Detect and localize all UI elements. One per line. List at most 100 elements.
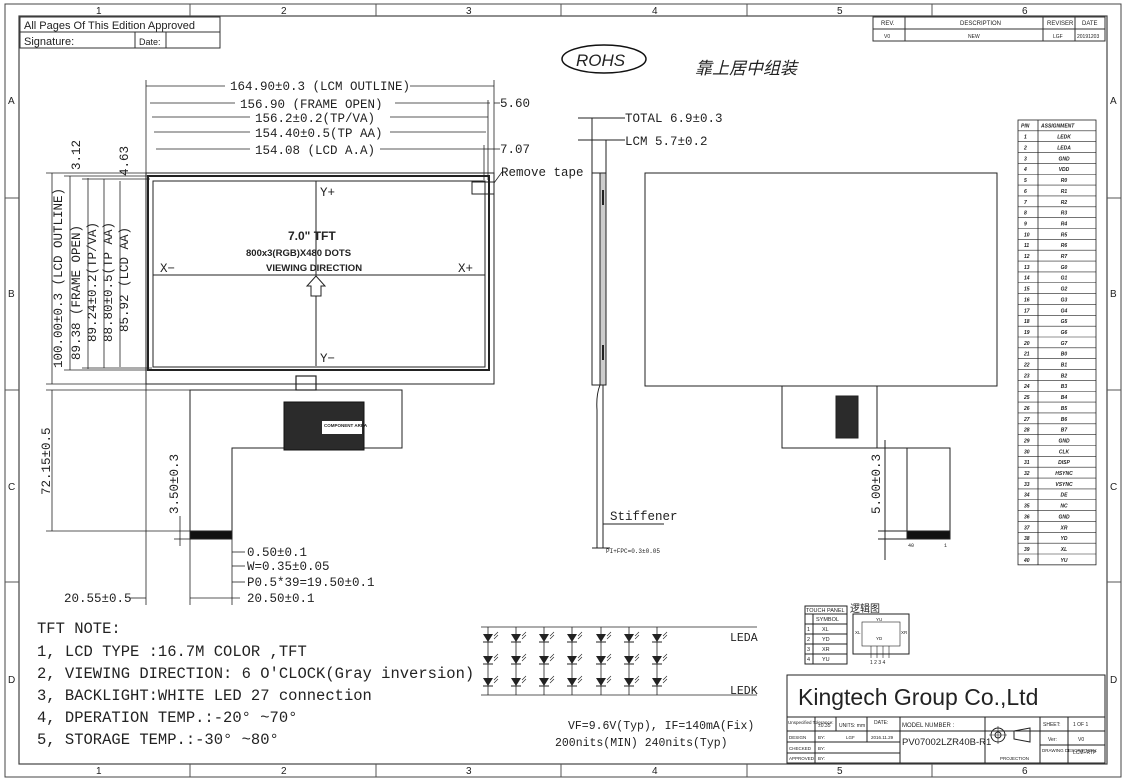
row-label: B bbox=[8, 289, 15, 300]
pin-assignment: B7 bbox=[1061, 428, 1068, 434]
note-item: 2, VIEWING DIRECTION: 6 O'CLOCK(Gray inv… bbox=[37, 665, 474, 683]
approval-title: All Pages Of This Edition Approved bbox=[24, 20, 195, 32]
col-label: 2 bbox=[281, 6, 287, 17]
nits-label: 200nits(MIN) 240nits(Typ) bbox=[555, 737, 728, 750]
total-thickness: TOTAL 6.9±0.3 bbox=[625, 112, 723, 126]
led-diode-icon bbox=[511, 634, 521, 642]
note-item: 5, STORAGE TEMP.:-30° ~80° bbox=[37, 731, 279, 749]
approval-box: All Pages Of This Edition Approved Signa… bbox=[19, 16, 221, 49]
touch-panel-table: TOUCH PANEL SYMBOL 1 XL 2 YD 3 XR 4 YU bbox=[804, 605, 848, 665]
col-label: 5 bbox=[837, 6, 843, 17]
pin-assignment: G6 bbox=[1061, 330, 1068, 336]
pin-assignment: LEDK bbox=[1057, 135, 1071, 141]
led-diode-icon bbox=[624, 656, 634, 664]
back-labels: 5.00±0.3 40 1 bbox=[870, 454, 947, 549]
led-labels: LEDA LEDK VF=9.6V(Typ), IF=140mA(Fix) 20… bbox=[555, 632, 758, 750]
ver-label: Ver: bbox=[1048, 737, 1057, 743]
designer: LGF bbox=[846, 735, 855, 740]
pin-number: 26 bbox=[1023, 406, 1030, 412]
pin-assignment: G1 bbox=[1061, 276, 1068, 282]
touch-symbol: YU bbox=[822, 657, 830, 663]
pin-number: 16 bbox=[1024, 297, 1030, 303]
notes-title: TFT NOTE: bbox=[37, 620, 121, 638]
rev-cell: NEW bbox=[968, 34, 980, 40]
viewing-direction-label: VIEWING DIRECTION bbox=[266, 263, 362, 274]
pin-number: 29 bbox=[1023, 438, 1030, 444]
led-diode-icon bbox=[539, 678, 549, 686]
pin-number: 25 bbox=[1023, 395, 1030, 401]
right-offset-1: 5.60 bbox=[500, 97, 530, 111]
pin-assignment: XR bbox=[1060, 525, 1068, 531]
component-area-label-bg bbox=[322, 421, 362, 434]
tp-aa-height: 88.80±0.5(TP AA) bbox=[102, 222, 116, 342]
pin-number: 38 bbox=[1024, 536, 1030, 542]
touch-symbol: XL bbox=[822, 627, 829, 633]
touch-header: SYMBOL bbox=[816, 617, 839, 623]
col-label: 6 bbox=[1022, 766, 1028, 777]
row-label: D bbox=[8, 675, 15, 686]
ledk-label: LEDK bbox=[730, 685, 758, 698]
pin-number: 14 bbox=[1024, 276, 1030, 282]
col-label: 3 bbox=[466, 766, 472, 777]
rev-cell: 20191203 bbox=[1077, 34, 1099, 40]
pin-table-border bbox=[1017, 119, 1097, 566]
x-plus-label: X+ bbox=[458, 262, 473, 276]
pitch: P0.5*39=19.50±0.1 bbox=[247, 576, 375, 590]
screen-labels: Y+ Y− X− X+ bbox=[160, 186, 473, 366]
pin-assignment: R6 bbox=[1061, 243, 1068, 249]
pin-number: 1 bbox=[1024, 135, 1027, 141]
lcd-aa-width: 154.08 (LCD A.A) bbox=[255, 144, 375, 158]
col-label: 1 bbox=[96, 766, 102, 777]
pin-assignment: R7 bbox=[1061, 254, 1068, 260]
pin-number: 27 bbox=[1023, 417, 1030, 423]
pin-assignment: XL bbox=[1060, 547, 1067, 553]
company-name: Kingtech Group Co.,Ltd bbox=[798, 684, 1038, 710]
led-diode-icon bbox=[624, 678, 634, 686]
led-diode-icon bbox=[652, 678, 662, 686]
pin-number: 40 bbox=[1023, 558, 1030, 564]
checked-label: CHECKED bbox=[789, 746, 812, 751]
led-diode-icon bbox=[652, 656, 662, 664]
tp-va-width: 156.2±0.2(TP/VA) bbox=[255, 112, 375, 126]
led-diode-icon bbox=[539, 634, 549, 642]
pin-number: 13 bbox=[1024, 265, 1030, 271]
rev-header: DESCRIPTION bbox=[960, 21, 1001, 27]
row-label: B bbox=[1110, 289, 1117, 300]
pin-assignment: R3 bbox=[1061, 211, 1068, 217]
side-labels: TOTAL 6.9±0.3 LCM 5.7±0.2 Stiffener PI+F… bbox=[606, 112, 723, 555]
pin-assignment: B1 bbox=[1061, 363, 1068, 369]
design-date: 2016.11.29 bbox=[871, 735, 894, 740]
design-label: DESIGN bbox=[789, 735, 806, 740]
left-offset: 20.55±0.5 bbox=[64, 592, 132, 606]
pin-assignment: R2 bbox=[1061, 200, 1068, 206]
projection-label: PROJECTION bbox=[1000, 756, 1029, 761]
pin-number: 3 bbox=[1024, 156, 1027, 162]
sheet-value: 1 OF 1 bbox=[1073, 722, 1089, 728]
pin-number: 19 bbox=[1024, 330, 1030, 336]
row-label: D bbox=[1110, 675, 1117, 686]
signature-label: Signature: bbox=[24, 36, 74, 48]
led-diode-icon bbox=[567, 656, 577, 664]
lcd-outline-height: 100.00±0.3 (LCD OUTLINE) bbox=[52, 188, 66, 368]
ver-value: V0 bbox=[1078, 737, 1084, 743]
pin-number: 21 bbox=[1023, 352, 1030, 358]
pin-start: 40 bbox=[908, 543, 914, 549]
pi-fpc-label: PI+FPC=0.3±0.05 bbox=[606, 548, 660, 555]
logic-yd: YD bbox=[876, 636, 883, 641]
pin-assignment: DE bbox=[1061, 493, 1069, 499]
pin-number: 11 bbox=[1024, 243, 1029, 249]
pin-number: 37 bbox=[1024, 525, 1030, 531]
pin-assignment: B0 bbox=[1061, 352, 1068, 358]
led-diode-icon bbox=[539, 656, 549, 664]
pin-number: 15 bbox=[1024, 287, 1030, 293]
pin-assignment: R1 bbox=[1061, 189, 1068, 195]
lcd-aa-height: 85.92 (LCD AA) bbox=[118, 227, 132, 332]
pin-number: 6 bbox=[1024, 189, 1027, 195]
pin-assignment: R5 bbox=[1061, 232, 1068, 238]
remove-tape: Remove tape bbox=[501, 166, 584, 180]
row-label: A bbox=[1110, 96, 1117, 107]
side-view bbox=[578, 117, 664, 549]
grid-labels: 1 2 3 4 5 6 1 2 3 4 5 6 A B C D A B C D bbox=[8, 6, 1117, 777]
